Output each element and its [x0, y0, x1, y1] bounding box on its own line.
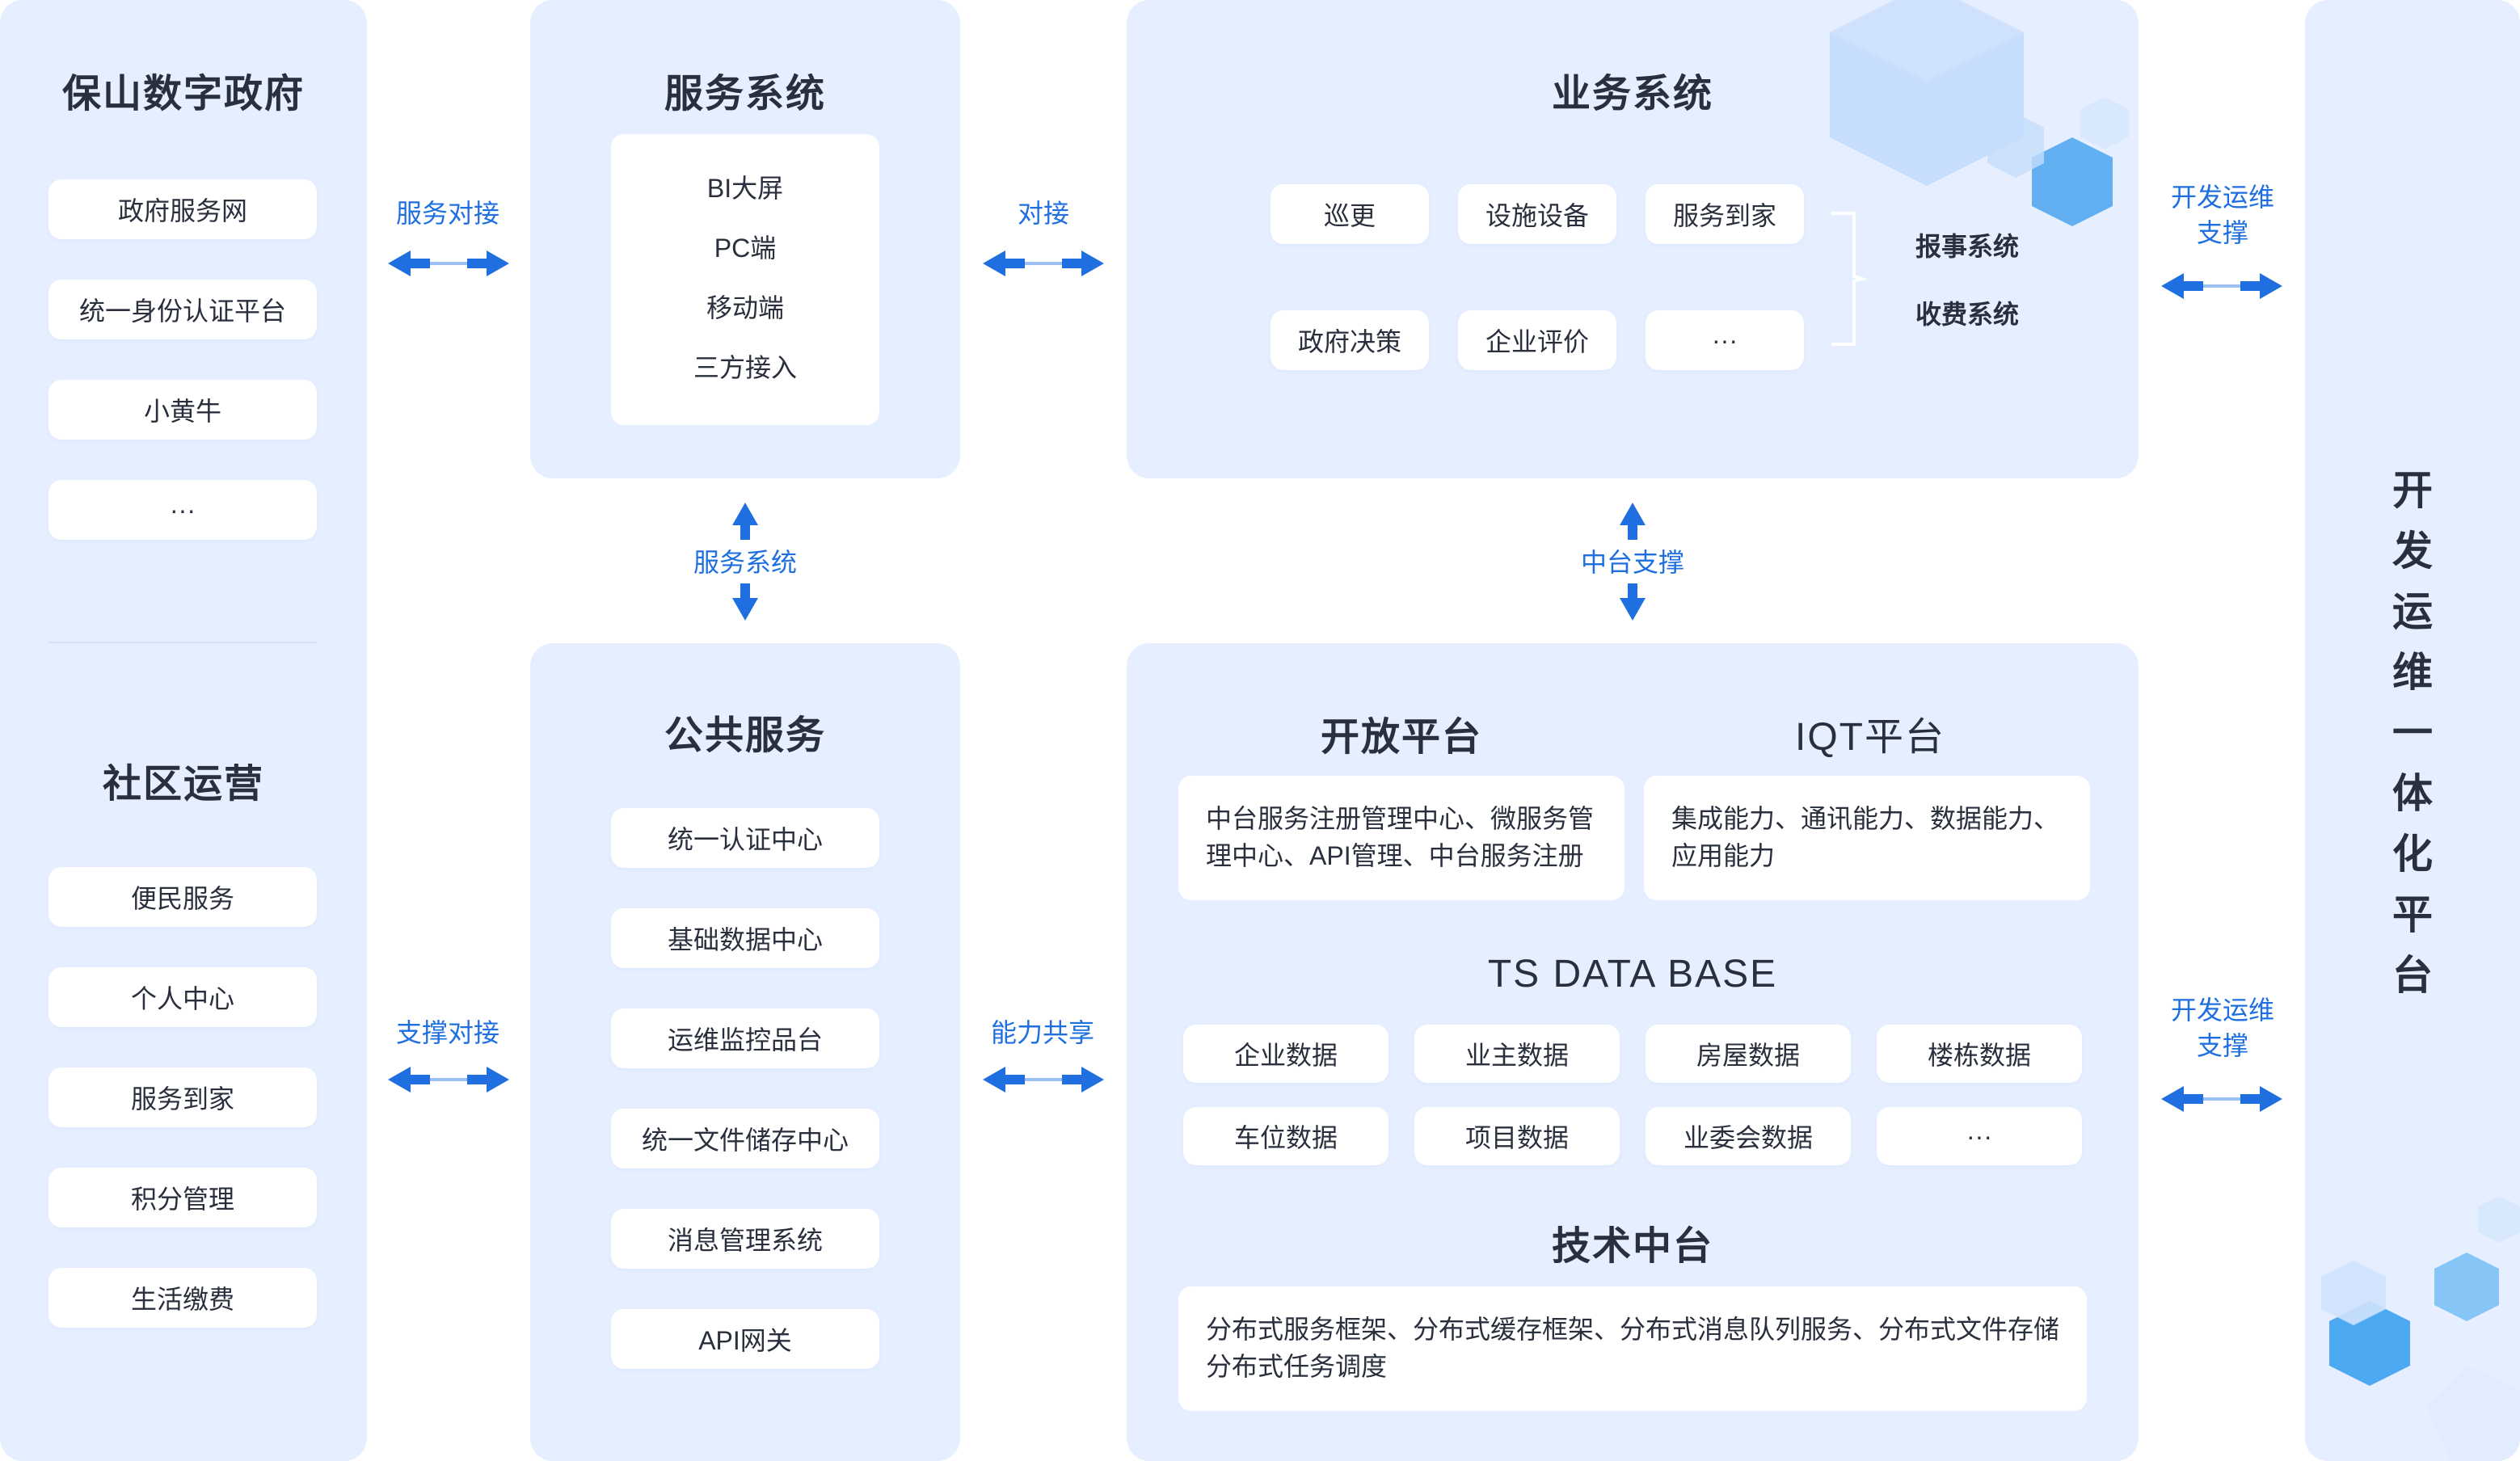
- community-item[interactable]: 个人中心: [48, 967, 317, 1027]
- business-system-panel: 业务系统 巡更 设施设备 服务到家 政府决策 企业评价 ··· 报事系统 收费系…: [1127, 0, 2139, 478]
- title-char: 化: [2392, 832, 2433, 877]
- double-arrow-icon: [983, 251, 1104, 276]
- gov-title: 保山数字政府: [61, 73, 305, 116]
- business-item[interactable]: 政府决策: [1271, 310, 1429, 370]
- service-system-list: BI大屏 PC端 移动端 三方接入: [611, 134, 879, 425]
- double-arrow-icon: [2161, 1086, 2282, 1112]
- title-char: 平: [2392, 892, 2433, 937]
- middle-support-label: 中台支撑: [1580, 548, 1684, 577]
- database-item[interactable]: 房屋数据: [1646, 1025, 1851, 1083]
- business-item-more[interactable]: ···: [1646, 310, 1804, 370]
- gov-item[interactable]: 统一身份认证平台: [48, 280, 317, 339]
- service-system-panel: 服务系统 BI大屏 PC端 移动端 三方接入: [530, 0, 960, 478]
- database-item-more[interactable]: ···: [1877, 1107, 2082, 1165]
- bracket-connector: [1831, 212, 1868, 346]
- devops-platform-title: 开 发 运 维 一 体 化 平 台: [2388, 461, 2437, 1006]
- business-system-title: 业务系统: [1551, 73, 1713, 116]
- business-side-item[interactable]: 报事系统: [1915, 232, 2019, 261]
- title-char: 一: [2392, 710, 2433, 756]
- public-service-item[interactable]: API网关: [611, 1309, 879, 1369]
- service-system-connector-label: 服务系统: [693, 548, 797, 577]
- business-item[interactable]: 设施设备: [1458, 184, 1616, 244]
- down-arrow-icon: [1620, 583, 1646, 621]
- open-platform-desc: 中台服务注册管理中心、微服务管理中心、API管理、中台服务注册: [1178, 776, 1625, 900]
- capability-share-label: 能力共享: [990, 1018, 1094, 1047]
- public-service-item[interactable]: 统一认证中心: [611, 808, 879, 868]
- open-platform-title: 开放平台: [1320, 716, 1482, 759]
- double-arrow-icon: [983, 1067, 1104, 1093]
- gov-item[interactable]: 政府服务网: [48, 179, 317, 239]
- title-char: 发: [2392, 528, 2433, 574]
- gov-item[interactable]: 小黄牛: [48, 380, 317, 440]
- double-arrow-icon: [388, 251, 509, 276]
- title-char: 台: [2392, 953, 2433, 998]
- double-arrow-icon: [388, 1067, 509, 1093]
- title-char: 体: [2392, 771, 2433, 816]
- public-service-item[interactable]: 消息管理系统: [611, 1209, 879, 1269]
- public-service-item[interactable]: 统一文件储存中心: [611, 1109, 879, 1168]
- down-arrow-icon: [732, 583, 758, 621]
- business-item[interactable]: 服务到家: [1646, 184, 1804, 244]
- hexagon-decoration: [1830, 0, 2129, 226]
- community-title: 社区运营: [102, 763, 264, 806]
- tech-platform-desc: 分布式服务框架、分布式缓存框架、分布式消息队列服务、分布式文件存储分布式任务调度: [1178, 1286, 2087, 1411]
- devops-support-label: 开发运维支撑: [2170, 183, 2274, 247]
- right-panel: 开 发 运 维 一 体 化 平 台: [2305, 0, 2520, 1461]
- hexagon-decoration: [2321, 1196, 2520, 1461]
- service-system-item[interactable]: 移动端: [706, 293, 784, 322]
- tech-platform-title: 技术中台: [1551, 1225, 1713, 1268]
- platform-panel: 开放平台 IQT平台 中台服务注册管理中心、微服务管理中心、API管理、中台服务…: [1127, 643, 2139, 1461]
- database-title: TS DATA BASE: [1487, 953, 1778, 996]
- service-dock-label: 服务对接: [395, 199, 499, 228]
- community-item[interactable]: 积分管理: [48, 1168, 317, 1227]
- iqt-platform-title: IQT平台: [1795, 716, 1945, 759]
- dock-label: 对接: [1017, 199, 1069, 228]
- support-dock-label: 支撑对接: [395, 1018, 499, 1047]
- service-system-item[interactable]: BI大屏: [706, 174, 784, 203]
- up-arrow-icon: [732, 503, 758, 540]
- public-service-title: 公共服务: [664, 714, 826, 757]
- public-service-item[interactable]: 基础数据中心: [611, 908, 879, 968]
- business-item[interactable]: 企业评价: [1458, 310, 1616, 370]
- public-service-panel: 公共服务 统一认证中心 基础数据中心 运维监控品台 统一文件储存中心 消息管理系…: [530, 643, 960, 1461]
- database-item[interactable]: 车位数据: [1183, 1107, 1389, 1165]
- community-item[interactable]: 服务到家: [48, 1067, 317, 1127]
- gov-item-more[interactable]: ···: [48, 480, 317, 540]
- database-item[interactable]: 业主数据: [1414, 1025, 1620, 1083]
- title-char: 运: [2392, 589, 2433, 634]
- community-item[interactable]: 生活缴费: [48, 1268, 317, 1328]
- database-item[interactable]: 项目数据: [1414, 1107, 1620, 1165]
- database-item[interactable]: 楼栋数据: [1877, 1025, 2082, 1083]
- business-side-item[interactable]: 收费系统: [1915, 300, 2019, 329]
- left-panel: 保山数字政府 政府服务网 统一身份认证平台 小黄牛 ··· 社区运营 便民服务 …: [0, 0, 367, 1461]
- database-item[interactable]: 业委会数据: [1646, 1107, 1851, 1165]
- left-divider: [48, 642, 317, 643]
- up-arrow-icon: [1620, 503, 1646, 540]
- database-item[interactable]: 企业数据: [1183, 1025, 1389, 1083]
- double-arrow-icon: [2161, 273, 2282, 299]
- community-item[interactable]: 便民服务: [48, 867, 317, 927]
- service-system-title: 服务系统: [664, 73, 826, 116]
- iqt-platform-desc: 集成能力、通讯能力、数据能力、应用能力: [1644, 776, 2090, 900]
- title-char: 开: [2392, 468, 2433, 513]
- service-system-item[interactable]: PC端: [714, 234, 777, 263]
- service-system-item[interactable]: 三方接入: [693, 353, 797, 382]
- business-item[interactable]: 巡更: [1271, 184, 1429, 244]
- title-char: 维: [2392, 650, 2433, 695]
- public-service-item[interactable]: 运维监控品台: [611, 1008, 879, 1068]
- devops-support-label: 开发运维支撑: [2170, 996, 2274, 1060]
